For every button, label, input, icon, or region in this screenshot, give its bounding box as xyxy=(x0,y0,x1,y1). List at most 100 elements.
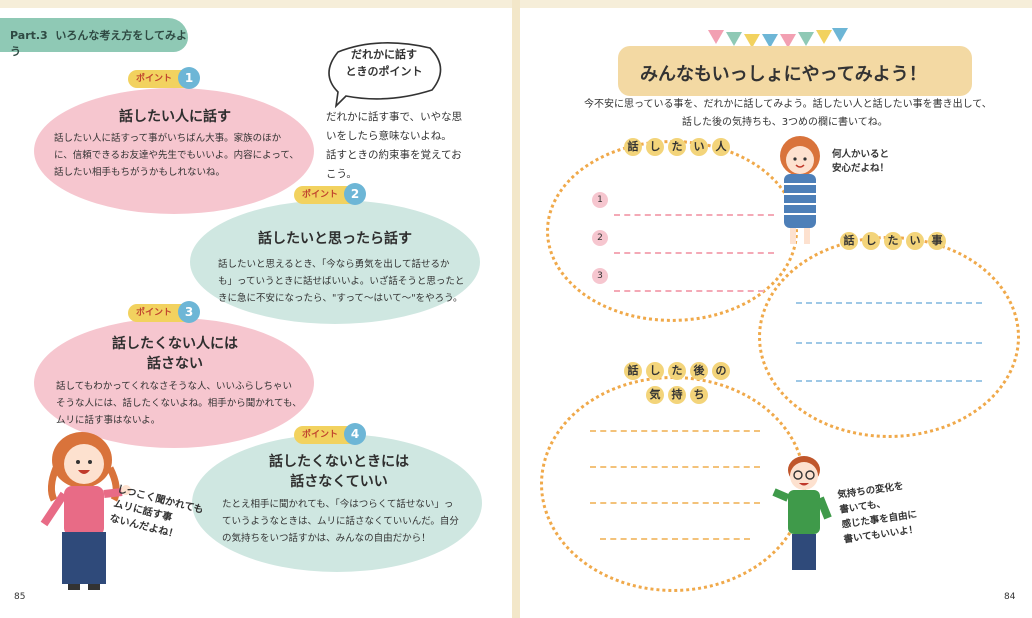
label-chip: 話 xyxy=(624,362,642,380)
topic-line-1 xyxy=(796,302,982,304)
point-2-body: 話したいと思えるとき、「今なら勇気を出して話せるか も」っていうときに話せばいい… xyxy=(218,256,468,307)
box-feeling[interactable] xyxy=(540,376,806,592)
point-title-line: 話さなくていい xyxy=(290,474,388,490)
callout-title-line-2: ときのポイント xyxy=(345,65,423,78)
point-1-body: 話したい人に話すって事がいちばん大事。家族のほか に、信頼できるお友達や先生でも… xyxy=(54,130,304,181)
topic-line-2 xyxy=(796,342,982,344)
point-title-line: 話さない xyxy=(147,356,203,372)
point-body-line: そうな人には、話したくないよね。相手から聞かれても、 xyxy=(56,398,302,409)
section-title: いろんな考え方をしてみよう xyxy=(10,29,188,58)
point-title-line: 話したくない人には xyxy=(112,336,238,352)
point-number: 1 xyxy=(178,67,201,89)
feeling-line-2 xyxy=(590,466,760,468)
point-badge-label: ポイント xyxy=(302,190,339,200)
box-people[interactable] xyxy=(546,140,798,322)
row-number-2: 2 xyxy=(592,230,608,246)
label-chip: 人 xyxy=(712,138,730,156)
point-number: 2 xyxy=(344,183,367,205)
label-chip: 話 xyxy=(624,138,642,156)
people-line-3 xyxy=(614,290,764,292)
point-body-line: に、信頼できるお友達や先生でもいいよ。内容によって、 xyxy=(54,150,299,161)
label-chip: し xyxy=(646,362,664,380)
point-body-line: ていうようなときは、ムリに話さなくていいんだ。自分 xyxy=(222,516,459,527)
callout-body: だれかに話す事で、いやな思 いをしたら意味ないよね。 話すときの約束事を覚えてお… xyxy=(326,108,476,184)
activity-banner: みんなもいっしょにやってみよう！ xyxy=(618,46,972,96)
point-1-title: 話したい人に話す xyxy=(119,109,231,125)
point-body-line: の気持ちをいつ話すかは、みんなの自由だから！ xyxy=(222,533,431,544)
callout-bubble-outline xyxy=(328,42,442,109)
point-badge-label: ポイント xyxy=(136,308,173,318)
right-page-number: 84 xyxy=(1004,592,1016,602)
point-body-line: も」っていうときに話せばいいよ。いざ話そうと思ったと xyxy=(218,276,465,287)
point-3-badge: ポイント 3 xyxy=(128,301,201,323)
girl-striped-illustration xyxy=(780,136,820,244)
point-badge-label: ポイント xyxy=(136,74,173,84)
callout-body-line: いをしたら意味ないよね。 xyxy=(326,130,452,142)
point-body-line: 話してもわかってくれなさそうな人、いいふらしちゃい xyxy=(56,381,292,392)
label-chip: し xyxy=(646,138,664,156)
callout-body-line: こう。 xyxy=(326,168,357,180)
row-number-3: 3 xyxy=(592,268,608,284)
point-body-line: ムリに話す事はないよ。 xyxy=(56,415,161,426)
people-line-1 xyxy=(614,214,774,216)
girl-illustration xyxy=(40,432,131,590)
point-number: 4 xyxy=(344,423,367,445)
speech-line: 安心だよね！ xyxy=(832,163,890,174)
label-chip: い xyxy=(690,138,708,156)
girl-right-speech: 何人かいると 安心だよね！ xyxy=(832,148,922,176)
box-topic-label: 話 し た い 事 xyxy=(840,232,950,252)
point-4-body: たとえ相手に聞かれても、「今はつらくて話せない」っ ていうようなときは、ムリに話… xyxy=(222,496,478,547)
point-2-blob xyxy=(190,200,480,324)
point-body-line: 話したい人に話すって事がいちばん大事。家族のほか xyxy=(54,133,282,144)
point-4-blob xyxy=(192,434,482,572)
label-chip: 事 xyxy=(928,232,946,250)
feeling-line-4 xyxy=(600,538,750,540)
box-topic[interactable] xyxy=(758,236,1020,438)
bunting-flags xyxy=(708,26,848,48)
callout-body-line: だれかに話す事で、いやな思 xyxy=(326,111,463,123)
callout-body-line: 話すときの約束事を覚えてお xyxy=(326,149,462,161)
page-gutter xyxy=(512,0,520,618)
activity-banner-title: みんなもいっしょにやってみよう！ xyxy=(640,64,927,85)
point-title-line: 話したくないときには xyxy=(269,454,409,470)
feeling-line-1 xyxy=(590,430,760,432)
callout-title-line-1: だれかに話す xyxy=(351,48,417,61)
label-chip: し xyxy=(862,232,880,250)
label-chip: た xyxy=(668,138,686,156)
point-1-badge: ポイント 1 xyxy=(128,67,201,89)
label-chip: た xyxy=(668,362,686,380)
speech-line: 何人かいると xyxy=(832,149,890,160)
box-feeling-label: 話 し た 後 の 気 持 ち xyxy=(624,362,734,406)
point-body-line: たとえ相手に聞かれても、「今はつらくて話せない」っ xyxy=(222,499,454,510)
point-4-title: 話したくないときには 話さなくていい xyxy=(224,452,454,492)
intro-line: 話した後の気持ちも、3つめの欄に書いてね。 xyxy=(682,117,888,128)
point-2-title: 話したいと思ったら話す xyxy=(258,231,412,247)
boy-illustration xyxy=(772,456,832,570)
label-chip: ち xyxy=(690,386,708,404)
label-chip: 気 xyxy=(646,386,664,404)
topic-line-3 xyxy=(796,380,982,382)
section-header-tab: Part.3 いろんな考え方をしてみよう xyxy=(0,18,188,58)
point-3-body: 話してもわかってくれなさそうな人、いいふらしちゃい そうな人には、話したくないよ… xyxy=(56,378,306,429)
label-chip: 後 xyxy=(690,362,708,380)
box-people-label: 話 し た い 人 xyxy=(624,138,744,158)
intro-line: 今不安に思っている事を、だれかに話してみよう。話したい人と話したい事を書き出して… xyxy=(584,99,992,110)
label-chip: い xyxy=(906,232,924,250)
point-number: 3 xyxy=(178,301,201,323)
label-chip: 話 xyxy=(840,232,858,250)
point-3-title: 話したくない人には 話さない xyxy=(60,334,290,374)
feeling-line-3 xyxy=(590,502,760,504)
point-1-blob xyxy=(34,88,314,214)
part-label: Part.3 xyxy=(10,29,48,42)
point-body-line: きに急に不安になったら、"すって～はいて～"をやろう。 xyxy=(218,293,463,304)
callout-bubble: だれかに話す ときのポイント xyxy=(318,38,450,109)
label-chip: 持 xyxy=(668,386,686,404)
point-body-line: 話したい相手もちがうかもしれないね。 xyxy=(54,167,226,178)
point-body-line: 話したいと思えるとき、「今なら勇気を出して話せるか xyxy=(218,259,450,270)
label-chip: た xyxy=(884,232,902,250)
activity-intro: 今不安に思っている事を、だれかに話してみよう。話したい人と話したい事を書き出して… xyxy=(584,96,1014,132)
label-chip: の xyxy=(712,362,730,380)
left-page-number: 85 xyxy=(14,592,26,602)
point-3-blob xyxy=(34,318,314,448)
